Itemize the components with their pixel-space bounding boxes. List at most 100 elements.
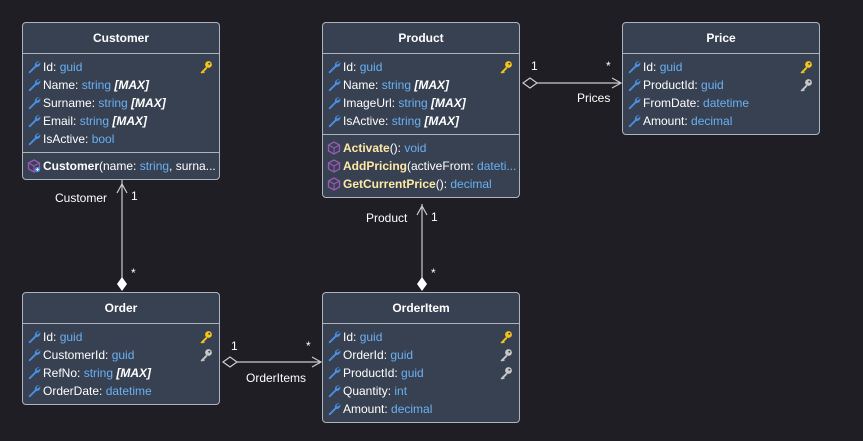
separator: : — [75, 78, 82, 92]
separator: : — [696, 96, 704, 110]
property-name: Surname — [43, 96, 92, 110]
multiplicity-many: * — [131, 266, 136, 280]
wrench-icon — [27, 384, 41, 398]
property-row[interactable]: Email: string [MAX] — [23, 112, 219, 130]
property-row[interactable]: RefNo: string [MAX] — [23, 364, 219, 382]
property-type: guid — [359, 60, 383, 74]
constructor-row[interactable]: Customer(name: string, surna... — [23, 157, 219, 175]
separator: : — [383, 348, 391, 362]
wrench-icon — [627, 96, 641, 110]
method-row[interactable]: Activate(): void — [323, 139, 519, 157]
wrench-icon — [27, 60, 41, 74]
relation-product-orderitem[interactable] — [416, 204, 428, 291]
relation-customer-order[interactable] — [116, 177, 128, 291]
property-row[interactable]: Quantity: int — [323, 382, 519, 400]
entity-title: Customer — [23, 23, 219, 54]
property-row[interactable]: FromDate: datetime — [623, 94, 819, 112]
entity-title: Order — [23, 293, 219, 324]
separator: : — [53, 60, 60, 74]
method-row[interactable]: AddPricing(activeFrom: dateti... — [323, 157, 519, 175]
separator: : — [391, 96, 399, 110]
silver-key-icon — [199, 348, 213, 362]
separator: : — [353, 330, 360, 344]
property-name: Id — [343, 330, 354, 344]
property-row[interactable]: Surname: string [MAX] — [23, 94, 219, 112]
wrench-icon — [627, 60, 641, 74]
property-name: OrderDate — [43, 384, 100, 398]
property-row[interactable]: ProductId: guid — [323, 364, 519, 382]
property-row[interactable]: IsActive: string [MAX] — [323, 112, 519, 130]
property-row[interactable]: Id: guid — [23, 58, 219, 76]
property-name: Quantity — [343, 384, 388, 398]
property-name: Name — [43, 78, 76, 92]
method-type: void — [404, 141, 427, 155]
property-row[interactable]: OrderDate: datetime — [23, 382, 219, 400]
relation-product-price[interactable] — [521, 77, 623, 89]
separator: : — [385, 114, 392, 128]
property-type: bool — [91, 132, 115, 146]
property-modifier: [MAX] — [431, 96, 466, 110]
gold-key-icon — [199, 60, 213, 74]
property-row[interactable]: Id: guid — [323, 58, 519, 76]
separator: : — [375, 78, 382, 92]
separator: : — [353, 60, 360, 74]
property-type: string — [83, 366, 114, 380]
wrench-icon — [327, 402, 341, 416]
methods-section: Customer(name: string, surna... — [23, 152, 219, 179]
aggregation-diamond — [221, 356, 239, 368]
property-name: IsActive — [43, 132, 86, 146]
property-name: Id — [343, 60, 354, 74]
gold-key-icon — [799, 60, 813, 74]
property-type: decimal — [391, 402, 433, 416]
property-name: ProductId — [343, 366, 395, 380]
wrench-icon — [327, 348, 341, 362]
wrench-icon — [327, 60, 341, 74]
property-row[interactable]: Id: guid — [623, 58, 819, 76]
wrench-icon — [327, 78, 341, 92]
property-row[interactable]: Amount: decimal — [323, 400, 519, 418]
property-modifier: [MAX] — [112, 114, 148, 128]
multiplicity-one: 1 — [131, 189, 138, 203]
multiplicity-many: * — [431, 266, 436, 280]
wrench-icon — [327, 330, 341, 344]
property-name: Id — [43, 330, 54, 344]
method-args: (): — [435, 177, 451, 191]
method-row[interactable]: GetCurrentPrice(): decimal — [323, 175, 519, 193]
property-row[interactable]: OrderId: guid — [323, 346, 519, 364]
property-name: FromDate — [643, 96, 697, 110]
aggregation-diamond — [117, 277, 127, 291]
relation-order-orderitem[interactable] — [221, 356, 323, 368]
method-args: (name: — [99, 159, 140, 173]
property-row[interactable]: Name: string [MAX] — [323, 76, 519, 94]
property-modifier: [MAX] — [424, 114, 460, 128]
property-type: guid — [359, 330, 383, 344]
property-row[interactable]: Id: guid — [23, 328, 219, 346]
method-name: AddPricing — [343, 159, 408, 173]
property-type: int — [394, 384, 408, 398]
property-row[interactable]: IsActive: bool — [23, 130, 219, 148]
gold-key-icon — [199, 330, 213, 344]
property-type: string — [81, 78, 112, 92]
separator: : — [387, 384, 395, 398]
property-name: Amount — [343, 402, 385, 416]
property-row[interactable]: Name: string [MAX] — [23, 76, 219, 94]
separator: : — [394, 366, 402, 380]
arrow-head — [416, 204, 428, 216]
wrench-icon — [27, 366, 41, 380]
cube-icon — [327, 177, 341, 191]
property-row[interactable]: ProductId: guid — [623, 76, 819, 94]
method-name: Activate — [343, 141, 390, 155]
property-row[interactable]: Amount: decimal — [623, 112, 819, 130]
property-row[interactable]: Id: guid — [323, 328, 519, 346]
entity-title: Product — [323, 23, 519, 54]
relation-label-customer: Customer — [55, 191, 108, 205]
property-row[interactable]: CustomerId: guid — [23, 346, 219, 364]
property-row[interactable]: ImageUrl: string [MAX] — [323, 94, 519, 112]
